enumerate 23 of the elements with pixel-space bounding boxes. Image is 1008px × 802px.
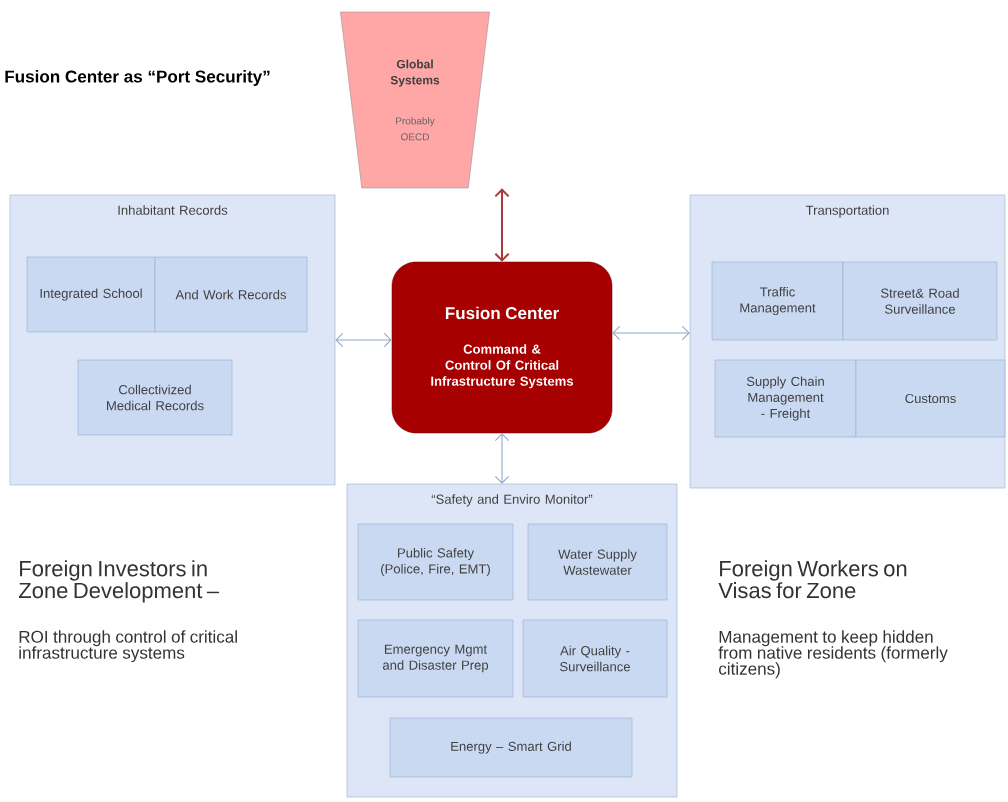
process-box: Supply Chain Management - Freight [714, 359, 857, 438]
title: Fusion Center as “Port Security” [5, 70, 270, 86]
note-heading: Foreign Workers on Visas for Zone [718, 560, 907, 599]
arrow [335, 332, 392, 348]
note-heading: Foreign Investors in Zone Development – [18, 560, 220, 603]
process-box: Street& Road Surveillance [842, 261, 998, 341]
process-box: Water Supply Wastewater [527, 523, 668, 601]
trapezoid-box: Global Systems Probably OECD [340, 11, 490, 189]
arrow [494, 433, 510, 484]
center-box: Fusion Center Command & Control Of Critical Infrastructure Systems [391, 261, 613, 434]
process-box: Emergency Mgmt and Disaster Prep [357, 619, 514, 698]
process-box: Traffic Management [711, 261, 844, 341]
process-box: And Work Records [154, 256, 308, 333]
process-box: Air Quality - Surveillance [522, 619, 668, 698]
process-box: Integrated School [26, 256, 156, 333]
process-box: Energy – Smart Grid [389, 717, 633, 778]
arrow [612, 325, 690, 341]
process-box: Collectivized Medical Records [77, 359, 233, 436]
note-text: ROI through control of critical infrastructure systems [19, 630, 237, 663]
process-box: Public Safety (Police, Fire, EMT) [357, 523, 514, 601]
note-text: Management to keep hidden from native residents (formerly citizens) [718, 630, 948, 679]
arrow [494, 188, 510, 262]
process-box: Customs [855, 359, 1006, 438]
